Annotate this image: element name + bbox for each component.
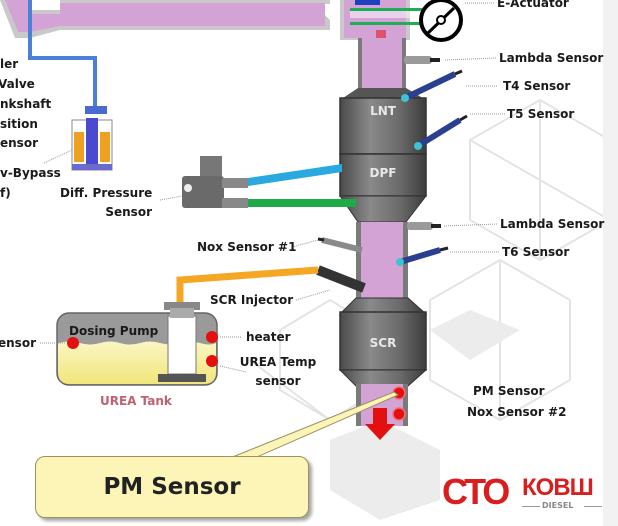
lambda-sensor-2-icon: [407, 222, 441, 230]
label-bypass-partial-2: f): [0, 186, 11, 200]
label-nox-sensor-2: Nox Sensor #2: [467, 405, 567, 419]
t6-sensor-icon: [396, 246, 449, 266]
nox-sensor-2-dot: [392, 407, 406, 421]
stage-label-dpf: DPF: [369, 166, 397, 180]
exhaust-manifold: [0, 0, 330, 38]
nox-sensor-1-icon: [317, 237, 363, 253]
background-shapes: [330, 0, 618, 526]
vacuum-line: [28, 0, 97, 110]
label-crankshaft-partial: nkshaft: [0, 97, 52, 111]
logo-cto-text: СТО: [442, 471, 510, 512]
label-heater: heater: [246, 330, 291, 344]
leader-lines: [40, 2, 505, 373]
bypass-valve-icon: [71, 106, 113, 171]
label-pm-sensor: PM Sensor: [473, 384, 545, 398]
label-scr-injector: SCR Injector: [210, 293, 294, 307]
exhaust-flow-arrow: [365, 408, 395, 440]
logo-line-right: [584, 506, 602, 507]
scr-canister: [338, 297, 428, 387]
hose-green: [248, 199, 356, 207]
label-lambda-sensor-1: Lambda Sensor: [499, 51, 604, 65]
pm-sensor-callout: PM Sensor: [35, 456, 309, 518]
label-e-actuator: E-Actuator: [497, 0, 569, 10]
label-lambda-sensor-2: Lambda Sensor: [500, 217, 605, 231]
label-sensor-partial: ensor: [0, 136, 38, 150]
label-valve-partial: Valve: [0, 77, 35, 91]
lambda-sensor-1-icon: [404, 56, 440, 64]
lnt-dpf-canister: [339, 88, 428, 223]
diff-pressure-sensor-icon: [182, 156, 248, 208]
hose-orange: [176, 266, 319, 306]
urea-temp-dot: [206, 355, 218, 367]
label-t4-sensor: T4 Sensor: [503, 79, 571, 93]
label-position-partial: sition: [0, 117, 38, 131]
logo-kobsh-text: КОВШ: [522, 474, 594, 501]
label-level-sensor-partial: ensor: [0, 336, 36, 350]
t5-sensor-icon: [414, 114, 468, 150]
label-nox-sensor-1: Nox Sensor #1: [197, 240, 297, 254]
label-diff-pressure-line1: Diff. Pressure: [60, 186, 153, 200]
urea-tank: [56, 302, 218, 386]
label-t6-sensor: T6 Sensor: [502, 245, 570, 259]
stage-label-lnt: LNT: [370, 104, 396, 118]
t4-sensor-icon: [401, 69, 463, 102]
logo-diesel-text: DIESEL: [542, 501, 574, 510]
logo-line-left: [522, 506, 540, 507]
label-urea-temp-line1: UREA Temp: [239, 355, 317, 369]
label-t5-sensor: T5 Sensor: [507, 107, 575, 121]
label-dosing-pump: Dosing Pump: [69, 324, 159, 338]
e-actuator-icon: [419, 0, 463, 42]
scr-injector-icon: [316, 265, 366, 293]
stage-label-scr: SCR: [369, 336, 397, 350]
label-diff-pressure-line2: Sensor: [105, 205, 152, 219]
level-sensor-dot: [67, 337, 79, 349]
label-bypass-partial: v-Bypass: [0, 166, 61, 180]
hose-blue: [248, 164, 342, 186]
label-urea-temp-line2: sensor: [255, 374, 301, 388]
heater-dot: [206, 331, 218, 343]
label-urea-tank: UREA Tank: [100, 394, 172, 408]
label-cooler-partial: ler: [0, 57, 19, 71]
background-pattern: [249, 98, 611, 422]
